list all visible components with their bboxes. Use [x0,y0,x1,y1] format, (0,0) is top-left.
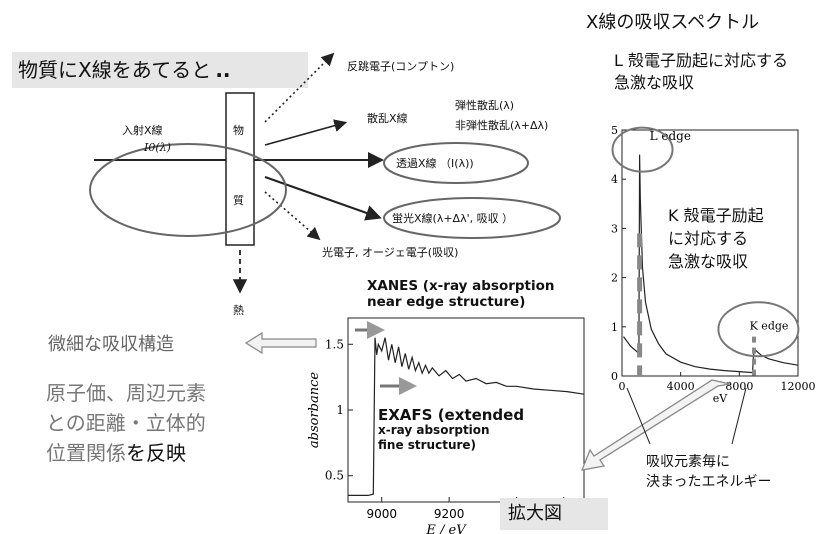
fine-structure-desc: 原子価、周辺元素 との距離・立体的 位置関係を反映 [46,378,206,468]
spectrum-title: X線の吸収スペクトル [586,12,760,33]
label-material-1: 物 [233,124,244,137]
x-axis-label: eV [713,392,729,405]
element-energy-line: 決まったエネルギー [646,474,772,490]
label-fluorescent: 蛍光X線(λ+Δλ', 吸収 ） [392,212,514,225]
label-compton: 反跳電子(コンプトン) [347,60,455,73]
xanes-label-line: near edge structure) [367,294,526,310]
fine-structure-title-text: 微細な吸収構造 [48,334,174,355]
l-edge-circle [611,126,674,173]
l-edge-desc-line: L 殻電子励起に対応する [614,51,789,70]
exafs-label-line: x-ray absorption [378,423,490,437]
zoom-x-tick-label: 9200 [434,507,465,521]
xanes-label: XANES (x-ray absorption near edge struct… [367,278,555,310]
x-tick-label: 4000 [667,380,695,393]
element-energy-desc: 吸収元素毎に 決まったエネルギー [646,452,771,492]
k-edge-desc-line: に対応する [668,229,749,248]
k-edge-annotation: K edge [750,319,789,332]
x-tick-label: 12000 [781,380,816,393]
k-edge-circle [717,301,800,358]
fine-structure-desc-line: 原子価、周辺元素 [46,381,206,405]
label-inelastic: 非弾性散乱(λ+Δλ) [455,119,549,132]
label-transmitted: 透過X線 （I(λ)) [396,157,474,170]
label-incident-symbol: I0(λ) [144,141,171,154]
incident-ellipse [89,143,287,237]
zoom-y-tick-label: 0.5 [325,469,344,483]
main-title-text: 物質にX線をあてると [18,58,212,82]
y-tick-label: 5 [611,124,618,137]
y-tick-label: 4 [611,173,618,186]
fine-structure-title: 微細な吸収構造 [48,330,174,356]
fine-structure-desc-line: 位置関係を反映 [46,438,206,468]
x-tick-label: 8000 [725,380,753,393]
exafs-label-line: EXAFS (extended [378,406,525,424]
spectrum-line [623,154,799,374]
zoom-y-tick-label: 1.5 [325,337,344,351]
label-material-2: 質 [233,194,244,207]
photoelectron-ray [264,191,321,241]
l-edge-desc: L 殻電子励起に対応する 急激な吸収 [614,50,788,94]
zoom-y-tick-label: 1 [336,403,344,417]
zoom-label: 拡大図 [500,498,608,530]
exafs-label-line: fine structure) [378,438,477,452]
fine-structure-desc-line: との距離・立体的 [46,411,206,435]
fluorescent-ellipse [383,197,561,239]
y-tick-label: 3 [611,222,618,235]
exafs-label: EXAFS (extended x-ray absorption fine st… [378,408,524,453]
main-title-dots: .. [215,58,231,82]
label-photoelectron: 光電子, オージェ電子(吸収) [322,246,459,259]
zoom-x-tick-label: 9000 [366,507,397,521]
element-energy-line: 吸収元素毎に [646,454,730,470]
material-slab [225,92,255,246]
k-edge-desc-line: K 殻電子励起 [668,206,764,225]
label-heat: 熱 [233,304,244,317]
zoom-y-axis-label: absorbance [307,372,322,449]
fine-structure-desc-emph: を反映 [126,441,186,465]
fine-structure-desc-gray: 位置関係 [46,441,126,465]
transmitted-ellipse [383,142,529,184]
scattered-ray [264,119,348,146]
xanes-label-line: XANES (x-ray absorption [367,278,555,294]
label-incident: 入射X線 [122,124,163,137]
fluorescent-ray [264,176,382,221]
x-tick-label: 0 [619,380,626,393]
zoom-spectrum-line [348,337,585,496]
y-tick-label: 0 [611,370,618,383]
main-title: 物質にX線をあてると.. [12,52,308,88]
label-scattered-xray: 散乱X線 [367,112,408,125]
l-edge-desc-line: 急激な吸収 [614,73,695,92]
zoom-x-axis-label: E / eV [425,523,467,534]
y-tick-label: 2 [611,272,618,285]
compton-ray [264,52,335,123]
y-tick-label: 1 [611,321,618,334]
k-edge-desc-line: 急激な吸収 [668,252,749,271]
k-edge-desc: K 殻電子励起 に対応する 急激な吸収 [668,204,764,273]
label-elastic: 弾性散乱(λ) [455,99,515,112]
